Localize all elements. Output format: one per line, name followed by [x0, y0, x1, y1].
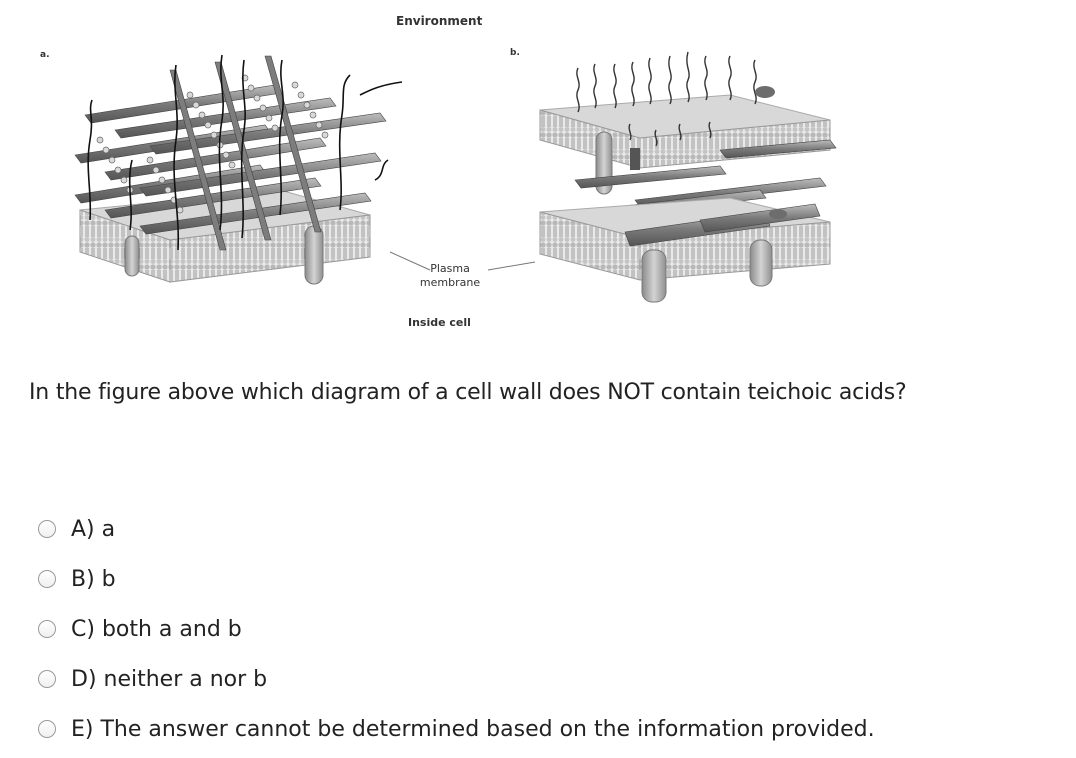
plasma-membrane-label-line2: membrane	[419, 276, 481, 289]
plasma-membrane-label-line1: Plasma	[430, 262, 470, 275]
question-text: In the figure above which diagram of a c…	[29, 380, 907, 405]
answer-label-b[interactable]: B) b	[71, 566, 116, 592]
answer-label-d[interactable]: D) neither a nor b	[71, 666, 268, 692]
inside-cell-label: Inside cell	[408, 316, 471, 329]
radio-button-c[interactable]	[38, 620, 56, 638]
panel-b-label: b.	[510, 48, 520, 58]
panel-a-label: a.	[40, 50, 50, 60]
answer-label-c[interactable]: C) both a and b	[71, 616, 242, 642]
cell-wall-diagram	[74, 51, 837, 303]
answer-label-a[interactable]: A) a	[71, 516, 116, 542]
answer-option-a[interactable]: A) a	[38, 504, 875, 554]
answer-option-e[interactable]: E) The answer cannot be determined based…	[38, 704, 875, 754]
radio-button-b[interactable]	[38, 570, 56, 588]
radio-button-a[interactable]	[38, 520, 56, 538]
plasma-membrane-label: Plasma membrane	[400, 262, 500, 290]
answer-options: A) a B) b C) both a and b D) neither a n…	[38, 504, 875, 754]
radio-button-d[interactable]	[38, 670, 56, 688]
cell-wall-figure: Environment a. b. Plasma membrane Inside…	[30, 0, 860, 345]
answer-label-e[interactable]: E) The answer cannot be determined based…	[71, 716, 875, 742]
environment-label: Environment	[396, 14, 483, 28]
answer-option-d[interactable]: D) neither a nor b	[38, 654, 875, 704]
panel-a-diagram	[74, 54, 403, 285]
answer-option-b[interactable]: B) b	[38, 554, 875, 604]
panel-b-diagram	[539, 51, 837, 303]
answer-option-c[interactable]: C) both a and b	[38, 604, 875, 654]
radio-button-e[interactable]	[38, 720, 56, 738]
